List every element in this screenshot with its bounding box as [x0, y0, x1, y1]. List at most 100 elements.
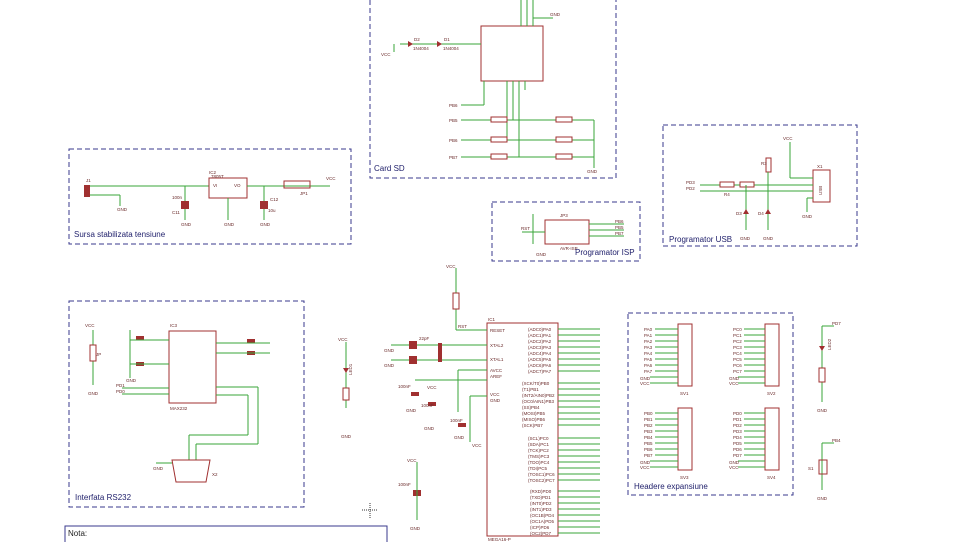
ic1-type: MEGA16-P: [488, 537, 511, 542]
headers-gnd-2: GND: [729, 376, 740, 381]
headers-gnd-1: GND: [640, 376, 651, 381]
header-sv4: [764, 407, 780, 471]
ic2-label: IC2: [209, 170, 217, 175]
rs232-jumper-jp: [89, 344, 97, 362]
cap-22pf-1: [409, 341, 417, 349]
isp-title: Programator ISP: [575, 248, 635, 257]
mcu-vcc-top: VCC: [446, 264, 456, 269]
right-circuit: PD7 LED2 GND PB4 S1 GND: [808, 321, 841, 501]
isp-type: AVR-ISP: [560, 246, 578, 251]
mcu-22pf: 22pF: [419, 336, 430, 341]
hpb-3: PB3: [644, 429, 653, 434]
pc-pin-2: (TCK)PC2: [528, 448, 549, 453]
cursor-crosshair-icon: [362, 503, 378, 518]
pd-pin-6: (ICP)PD6: [530, 525, 550, 530]
usb-gnd-1: GND: [802, 214, 813, 219]
hpc-4: PC4: [733, 351, 742, 356]
pc-pin-4: (TDO)PC4: [528, 460, 550, 465]
usb-title: Programator USB: [669, 235, 732, 244]
jp1-label: JP1: [300, 191, 308, 196]
supply-gnd-1: GND: [181, 222, 192, 227]
hpc-0: PC0: [733, 327, 742, 332]
rs232-title: Interfata RS232: [75, 493, 132, 502]
led1-icon: [343, 368, 349, 373]
usb-label: USB: [818, 186, 823, 195]
pa-pin-7: (ADC7)PA7: [528, 369, 552, 374]
isp-header-jp3: [544, 219, 590, 245]
header-sv2: [764, 323, 780, 387]
hpc-5: PC5: [733, 357, 742, 362]
c12-val: 10u: [268, 208, 276, 213]
j1-label: J1: [86, 178, 91, 183]
mcu-vcc-4: VCC: [472, 443, 482, 448]
pa-pin-5: (ADC5)PA5: [528, 357, 552, 362]
hpb-6: PB6: [644, 447, 653, 452]
jp3-label: JP3: [560, 213, 568, 218]
cap-22pf-2: [409, 356, 417, 364]
card-pb-3: PB7: [449, 155, 458, 160]
hpa-6: PA6: [644, 363, 653, 368]
usb-vcc: VCC: [783, 136, 793, 141]
rs232-circuit: IC3 MAX232 PD1 PD0 X2 GND JP VCC GND GND: [85, 323, 270, 483]
right-pb4: PB4: [832, 438, 841, 443]
ic2-vi: VI: [213, 183, 217, 188]
rs232-box: [68, 300, 305, 508]
connector-j1: [84, 185, 90, 197]
zener-d3: [743, 209, 749, 214]
diode-d2: [408, 41, 413, 47]
sv4-label: SV4: [767, 475, 776, 480]
headers-circuit: SV1 SV2 SV3 SV4 PA0 PA1 PA2 PA3 PA4 PA5 …: [640, 323, 780, 480]
sv3-label: SV3: [680, 475, 689, 480]
pd-pin-2: (INT0)PD2: [530, 501, 552, 506]
mega16-ic1: [486, 322, 559, 537]
pa-pin-3: (ADC3)PA3: [528, 345, 552, 350]
diode-d1: [437, 41, 442, 47]
max232-ic3: [168, 330, 217, 404]
usb-d-0: D3: [736, 211, 742, 216]
xtal-gnd-2: GND: [384, 363, 395, 368]
resistor-r8: [490, 116, 508, 123]
card-sd-title: Card SD: [374, 164, 405, 173]
hpd-3: PD3: [733, 429, 742, 434]
pc-pin-0: (SCL)PC0: [528, 436, 549, 441]
pa-pin-2: (ADC2)PA2: [528, 339, 552, 344]
hpd-0: PD0: [733, 411, 742, 416]
mcu-vcc-pin: VCC: [490, 392, 500, 397]
pa-pin-4: (ADC4)PA4: [528, 351, 552, 356]
mcu-vcc-2: VCC: [427, 385, 437, 390]
pd-pin-7: (OC2)PD7: [530, 531, 552, 536]
mcu-xtal2: XTAL2: [490, 343, 504, 348]
mcu-circuit: IC1 MEGA16-P RESET XTAL2 XTAL1 AVCC AREF…: [338, 264, 600, 542]
ic2-type: 7805T: [211, 174, 224, 179]
usb-pd-0: PD3: [686, 180, 695, 185]
pc-pin-5: (TDI)PC5: [528, 466, 547, 471]
mcu-gnd-4: GND: [410, 526, 421, 531]
mcu-100nf-1: 100nF: [398, 384, 411, 389]
card-pb-1: PB5: [449, 118, 458, 123]
pb-pin-5: (MOSI)PB5: [522, 411, 546, 416]
resistor-r9: [490, 136, 508, 143]
port-b: (XCK/T0)PB0 (T1)PB1 (INT2/AIN0)PB2 (OC0/…: [522, 381, 555, 428]
headers-vcc-1: VCC: [640, 381, 650, 386]
usb-gnd-2: GND: [740, 236, 751, 241]
pd-pin-5: (OC1A)PD5: [530, 519, 555, 524]
supply-gnd-2: GND: [224, 222, 235, 227]
hpd-4: PD4: [733, 435, 742, 440]
mcu-gnd-1: GND: [406, 408, 417, 413]
mcu-xtal1: XTAL1: [490, 357, 504, 362]
nota-label: Nota:: [68, 529, 87, 538]
right-s1: S1: [808, 466, 814, 471]
headers-gnd-3: GND: [640, 460, 651, 465]
cap-100nf-3: [458, 423, 466, 427]
c11-label: C11: [172, 210, 180, 215]
rs232-pin-0: PD1: [116, 383, 125, 388]
hpb-5: PB5: [644, 441, 653, 446]
usb-pd-1: PD2: [686, 186, 695, 191]
switch-s1: [818, 459, 828, 475]
rs232-pin-1: PD0: [116, 389, 125, 394]
headers-vcc-4: VCC: [729, 465, 739, 470]
header-sv1: [677, 323, 693, 387]
xtal-gnd-1: GND: [384, 348, 395, 353]
sv2-label: SV2: [767, 391, 776, 396]
pa-pin-1: (ADC1)PA1: [528, 333, 552, 338]
